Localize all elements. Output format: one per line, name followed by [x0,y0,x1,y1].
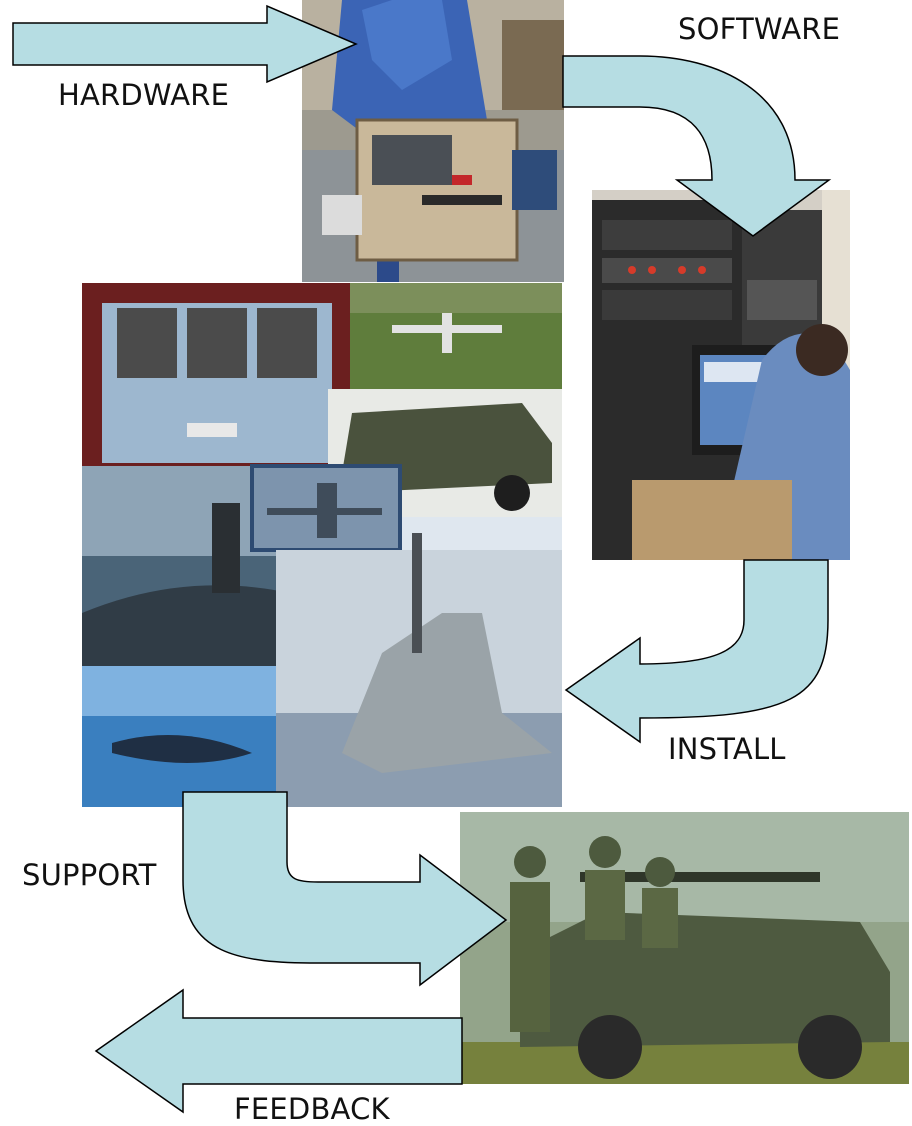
military-equipment-collage [82,283,562,807]
software-label: SOFTWARE [678,12,841,46]
software-workstation-photo [592,190,850,560]
software-arrow [562,55,832,237]
feedback-arrow [94,988,463,1114]
support-arrow [182,791,508,987]
soldiers-vehicle-photo [460,812,909,1084]
hardware-assembly-photo [302,0,564,282]
feedback-label: FEEDBACK [234,1092,390,1126]
install-label: INSTALL [668,732,786,766]
hardware-arrow [12,4,358,84]
support-label: SUPPORT [22,858,157,892]
hardware-label: HARDWARE [58,78,230,112]
install-arrow [564,559,829,744]
